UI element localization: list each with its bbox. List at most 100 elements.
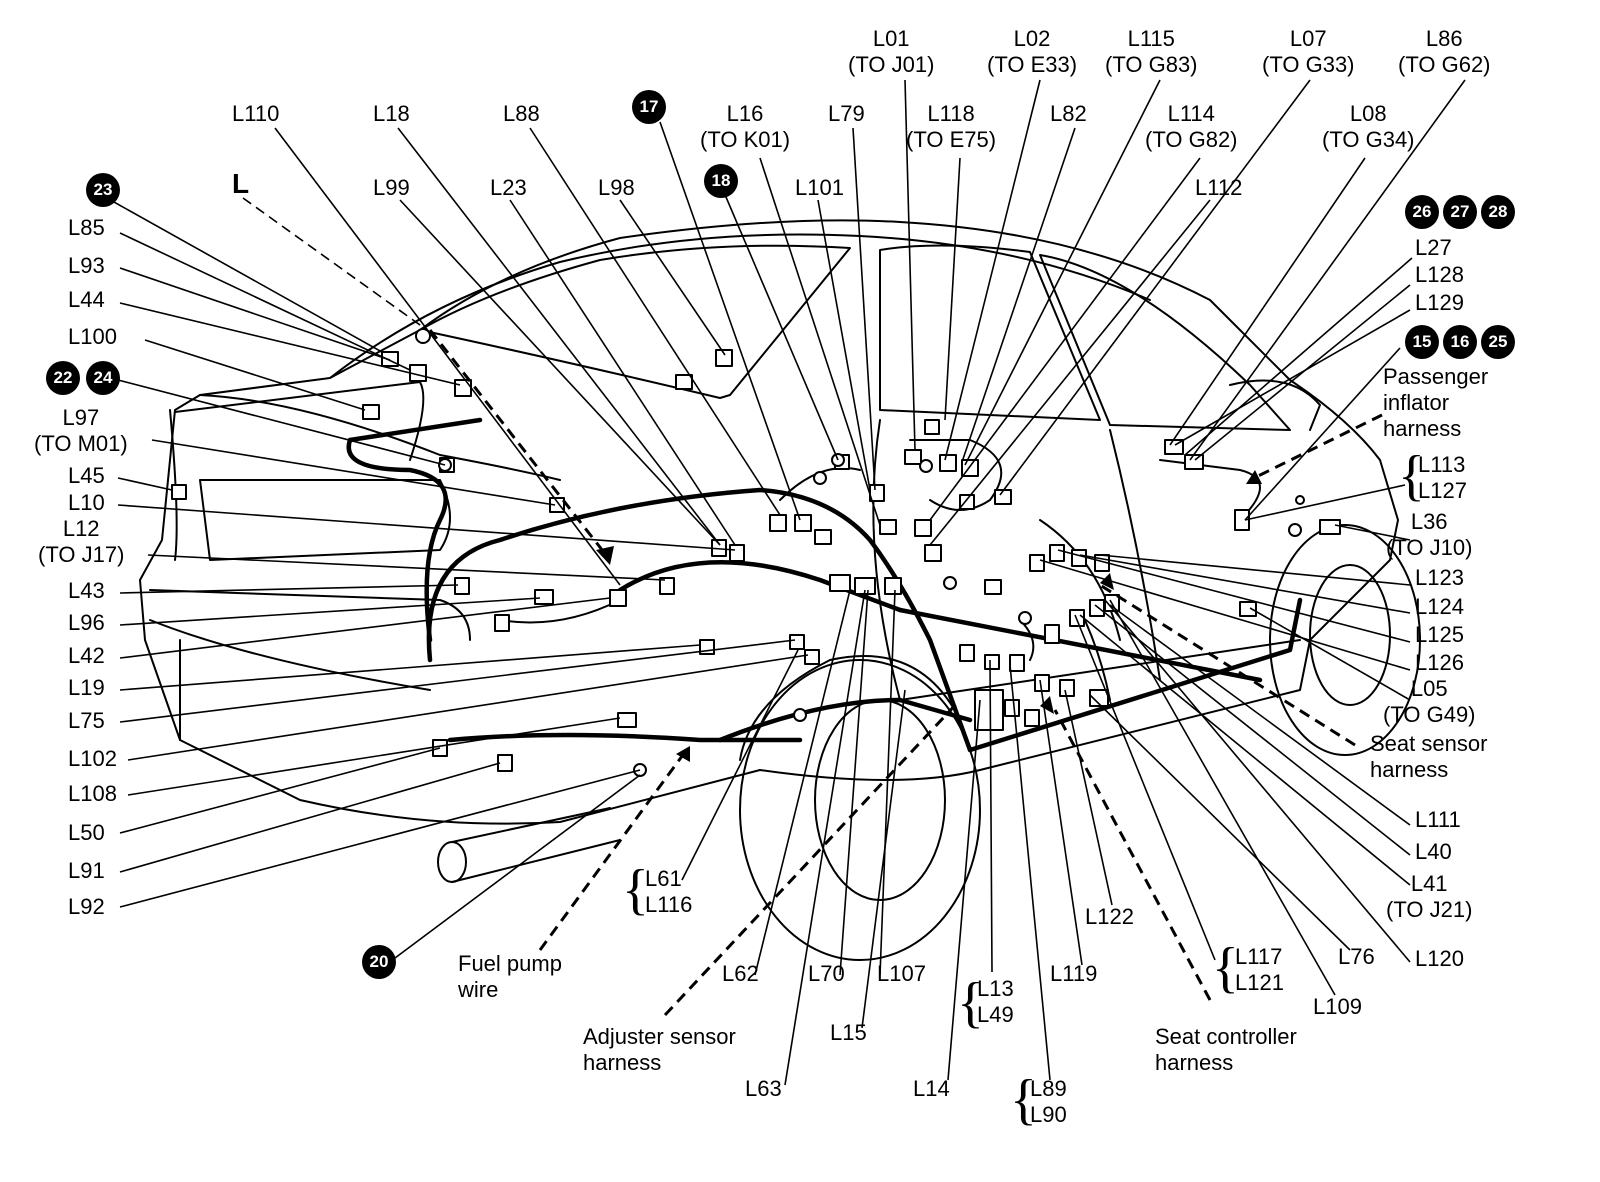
label-L42: L42 bbox=[68, 643, 105, 668]
label-L90: L90 bbox=[1030, 1102, 1067, 1127]
label-L93: L93 bbox=[68, 253, 105, 278]
label-seat-controller-harness: Seat controller harness bbox=[1155, 1024, 1297, 1075]
label-fuel-pump-wire: Fuel pump wire bbox=[458, 951, 562, 1002]
view-letter: L bbox=[232, 168, 250, 199]
label-L62: L62 bbox=[722, 961, 759, 986]
badge-28: 28 bbox=[1481, 195, 1515, 229]
arrow-seat-controller bbox=[1053, 709, 1212, 1001]
label-L124: L124 bbox=[1415, 594, 1464, 619]
label-L82: L82 bbox=[1050, 101, 1087, 126]
bracket-L61-L116: { bbox=[622, 859, 649, 921]
label-L76: L76 bbox=[1338, 944, 1375, 969]
label-adjuster-sensor-harness: Adjuster sensor harness bbox=[583, 1024, 736, 1075]
label-L08: L08 (TO G34) bbox=[1322, 101, 1415, 152]
label-L45: L45 bbox=[68, 463, 105, 488]
label-L18: L18 bbox=[373, 101, 410, 126]
bracket-L13-L49: { bbox=[957, 972, 984, 1034]
front-wheel bbox=[1269, 524, 1421, 756]
label-L75: L75 bbox=[68, 708, 105, 733]
label-L122: L122 bbox=[1085, 904, 1134, 929]
label-L117: L117 bbox=[1235, 944, 1283, 969]
label-L13: L13 bbox=[977, 976, 1014, 1001]
label-L102: L102 bbox=[68, 746, 117, 771]
bracket-L117-L121: { bbox=[1212, 937, 1239, 999]
arrow-fuel-pump bbox=[538, 751, 687, 951]
rear-wheel bbox=[739, 659, 981, 961]
badge-24: 24 bbox=[86, 361, 120, 395]
bracket-L113-L127: { bbox=[1398, 445, 1425, 507]
label-L16: L16 (TO K01) bbox=[700, 101, 791, 152]
bracket-L89-L90: { bbox=[1010, 1069, 1037, 1131]
label-L15: L15 bbox=[830, 1020, 867, 1045]
label-L116: L116 bbox=[645, 892, 693, 917]
label-L49: L49 bbox=[977, 1002, 1014, 1027]
label-L10: L10 bbox=[68, 490, 105, 515]
label-passenger-inflator-harness: Passenger inflator harness bbox=[1383, 364, 1489, 441]
label-L02: L02 (TO E33) bbox=[987, 26, 1078, 77]
label-L07: L07 (TO G33) bbox=[1262, 26, 1355, 77]
body-outline bbox=[139, 219, 1399, 825]
arrow-L-route bbox=[428, 329, 612, 561]
label-L14: L14 bbox=[913, 1076, 950, 1101]
label-L121: L121 bbox=[1235, 970, 1284, 995]
label-L101: L101 bbox=[795, 175, 844, 200]
label-L44: L44 bbox=[68, 287, 105, 312]
badge-17: 17 bbox=[632, 90, 666, 124]
label-L41: L41 (TO J21) bbox=[1386, 871, 1473, 922]
label-L115: L115 (TO G83) bbox=[1105, 26, 1198, 77]
label-L19: L19 bbox=[68, 675, 105, 700]
label-L43: L43 bbox=[68, 578, 105, 603]
label-L127: L127 bbox=[1418, 478, 1467, 503]
label-L100: L100 bbox=[68, 324, 117, 349]
arrow-passenger-inflator bbox=[1249, 413, 1383, 482]
label-L125: L125 bbox=[1415, 622, 1464, 647]
label-L128: L128 bbox=[1415, 262, 1464, 287]
label-L61: L61 bbox=[645, 866, 682, 891]
label-L70: L70 bbox=[808, 961, 845, 986]
label-L113: L113 bbox=[1418, 452, 1466, 477]
label-L126: L126 bbox=[1415, 650, 1464, 675]
badge-18: 18 bbox=[704, 164, 738, 198]
label-seat-sensor-harness: Seat sensor harness bbox=[1370, 731, 1488, 782]
label-L12: L12 (TO J17) bbox=[38, 516, 125, 567]
main-harness-floor bbox=[426, 487, 973, 753]
label-L107: L107 bbox=[877, 961, 926, 986]
badge-15: 15 bbox=[1405, 325, 1439, 359]
badge-26: 26 bbox=[1405, 195, 1439, 229]
label-L23: L23 bbox=[490, 175, 527, 200]
label-L99: L99 bbox=[373, 175, 410, 200]
label-L96: L96 bbox=[68, 610, 105, 635]
label-L88: L88 bbox=[503, 101, 540, 126]
label-L40: L40 bbox=[1415, 839, 1452, 864]
badge-22: 22 bbox=[46, 361, 80, 395]
label-L98: L98 bbox=[598, 175, 635, 200]
badge-23: 23 bbox=[86, 173, 120, 207]
label-L108: L108 bbox=[68, 781, 117, 806]
label-L63: L63 bbox=[745, 1076, 782, 1101]
label-L27: L27 bbox=[1415, 235, 1452, 260]
label-L36: L36 (TO J10) bbox=[1386, 509, 1473, 560]
badge-16: 16 bbox=[1443, 325, 1477, 359]
label-L85: L85 bbox=[68, 215, 105, 240]
badge-27: 27 bbox=[1443, 195, 1477, 229]
badge-20: 20 bbox=[362, 945, 396, 979]
label-L129: L129 bbox=[1415, 290, 1464, 315]
label-L89: L89 bbox=[1030, 1076, 1067, 1101]
label-L50: L50 bbox=[68, 820, 105, 845]
label-L120: L120 bbox=[1415, 946, 1464, 971]
label-L86: L86 (TO G62) bbox=[1398, 26, 1491, 77]
label-L111: L111 bbox=[1415, 807, 1461, 832]
badge-25: 25 bbox=[1481, 325, 1515, 359]
label-L79: L79 bbox=[828, 101, 865, 126]
label-L114: L114 (TO G82) bbox=[1145, 101, 1238, 152]
label-L119: L119 bbox=[1050, 961, 1098, 986]
label-L92: L92 bbox=[68, 894, 105, 919]
label-L01: L01 (TO J01) bbox=[848, 26, 935, 77]
label-L109: L109 bbox=[1313, 994, 1362, 1019]
arrow-seat-sensor bbox=[1099, 583, 1356, 747]
label-L05: L05 (TO G49) bbox=[1383, 676, 1476, 727]
label-L110: L110 bbox=[232, 101, 280, 126]
label-L118: L118 (TO E75) bbox=[906, 101, 997, 152]
